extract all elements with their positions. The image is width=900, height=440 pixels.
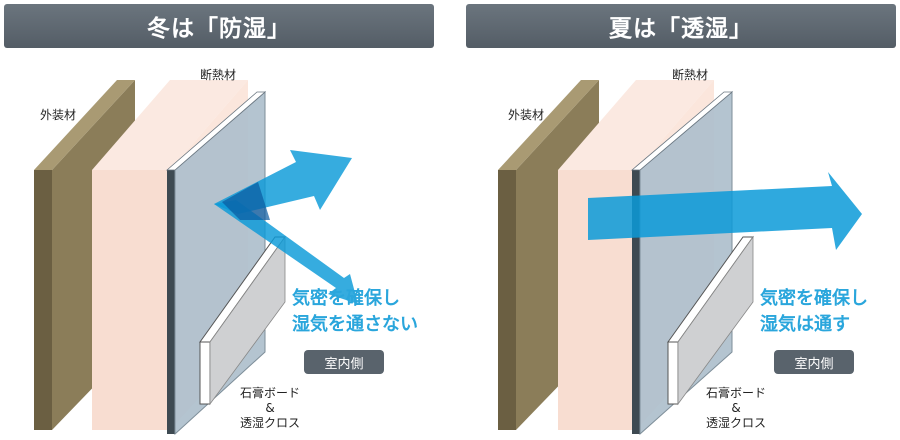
winter-message: 気密を確保し 湿気を通さない	[292, 286, 418, 338]
winter-wall-section	[34, 80, 358, 436]
board-label-line1: 石膏ボード	[239, 386, 300, 400]
board-label-line3: 透湿クロス	[239, 416, 300, 430]
winter-diagram: 外装材 断熱材 石膏ボード & 透湿クロス 気密を確保し 湿気を通さない 室内側	[0, 52, 450, 440]
summer-title-banner: 夏は「透湿」	[466, 4, 896, 48]
winter-message-line2: 湿気を通さない	[292, 314, 418, 335]
indoor-badge-label: 室内側	[794, 356, 834, 372]
exterior-label: 外装材	[508, 108, 545, 122]
summer-message-line2: 湿気は通す	[760, 314, 850, 335]
summer-wall-section	[498, 80, 862, 436]
moisture-arrow-reflected	[214, 150, 358, 304]
board-label-line2: &	[731, 401, 741, 415]
exterior-label: 外装材	[40, 108, 77, 122]
gypsum-board	[667, 235, 754, 406]
winter-title: 冬は「防湿」	[147, 16, 291, 42]
winter-title-banner: 冬は「防湿」	[4, 4, 434, 48]
insulation-label: 断熱材	[672, 68, 709, 82]
board-label: 石膏ボード & 透湿クロス	[698, 386, 774, 431]
board-label-line2: &	[265, 401, 275, 415]
board-label-line3: 透湿クロス	[705, 416, 766, 430]
winter-message-line1: 気密を確保し	[292, 288, 400, 309]
board-label: 石膏ボード & 透湿クロス	[232, 386, 308, 431]
gypsum-board	[199, 235, 286, 406]
summer-diagram: 外装材 断熱材 石膏ボード & 透湿クロス 気密を確保し 湿気は通す 室内側	[462, 52, 900, 440]
summer-message-line1: 気密を確保し	[760, 288, 868, 309]
indoor-badge: 室内側	[304, 350, 384, 374]
summer-message: 気密を確保し 湿気は通す	[760, 286, 868, 338]
indoor-badge: 室内側	[774, 350, 854, 374]
insulation-label: 断熱材	[200, 68, 237, 82]
board-label-line1: 石膏ボード	[705, 386, 766, 400]
indoor-badge-label: 室内側	[324, 356, 364, 372]
moisture-arrow-through	[588, 172, 862, 250]
summer-title: 夏は「透湿」	[609, 16, 753, 42]
